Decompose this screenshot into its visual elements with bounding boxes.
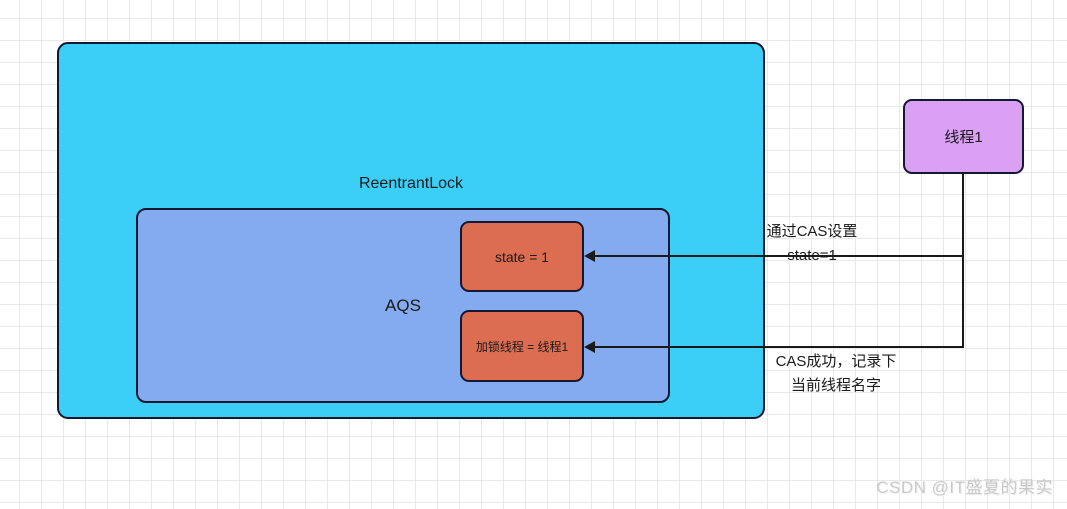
cas-set-annotation-line2: state=1: [787, 247, 837, 264]
cas-success-annotation-line2: 当前线程名字: [790, 377, 881, 394]
state-box: state = 1: [460, 221, 584, 292]
reentrantlock-label: ReentrantLock: [358, 175, 464, 192]
thread1-box-label: 线程1: [944, 129, 983, 146]
cas-set-annotation: 通过CAS设置 state=1: [767, 220, 858, 268]
lock-thread-box: 加锁线程 = 线程1: [460, 310, 584, 382]
cas-success-arrowhead-icon: [584, 341, 595, 353]
cas-set-arrow-line: [586, 255, 963, 257]
state-box-label: state = 1: [494, 248, 550, 265]
reentrantlock-box: ReentrantLock AQS state = 1 加锁线程 = 线程1: [57, 42, 765, 419]
cas-success-annotation-line1: CAS成功，记录下: [775, 353, 897, 370]
cas-success-arrow-line: [586, 346, 963, 348]
thread1-vertical-connector-line: [962, 174, 964, 348]
thread1-box: 线程1: [903, 99, 1024, 174]
aqs-label: AQS: [385, 296, 421, 315]
cas-set-arrowhead-icon: [584, 250, 595, 262]
cas-set-annotation-line1: 通过CAS设置: [766, 223, 858, 240]
cas-success-annotation: CAS成功，记录下 当前线程名字: [776, 350, 897, 398]
aqs-box: AQS state = 1 加锁线程 = 线程1: [136, 208, 670, 403]
lock-thread-box-label: 加锁线程 = 线程1: [475, 339, 569, 354]
watermark: CSDN @IT盛夏的果实: [876, 478, 1053, 497]
